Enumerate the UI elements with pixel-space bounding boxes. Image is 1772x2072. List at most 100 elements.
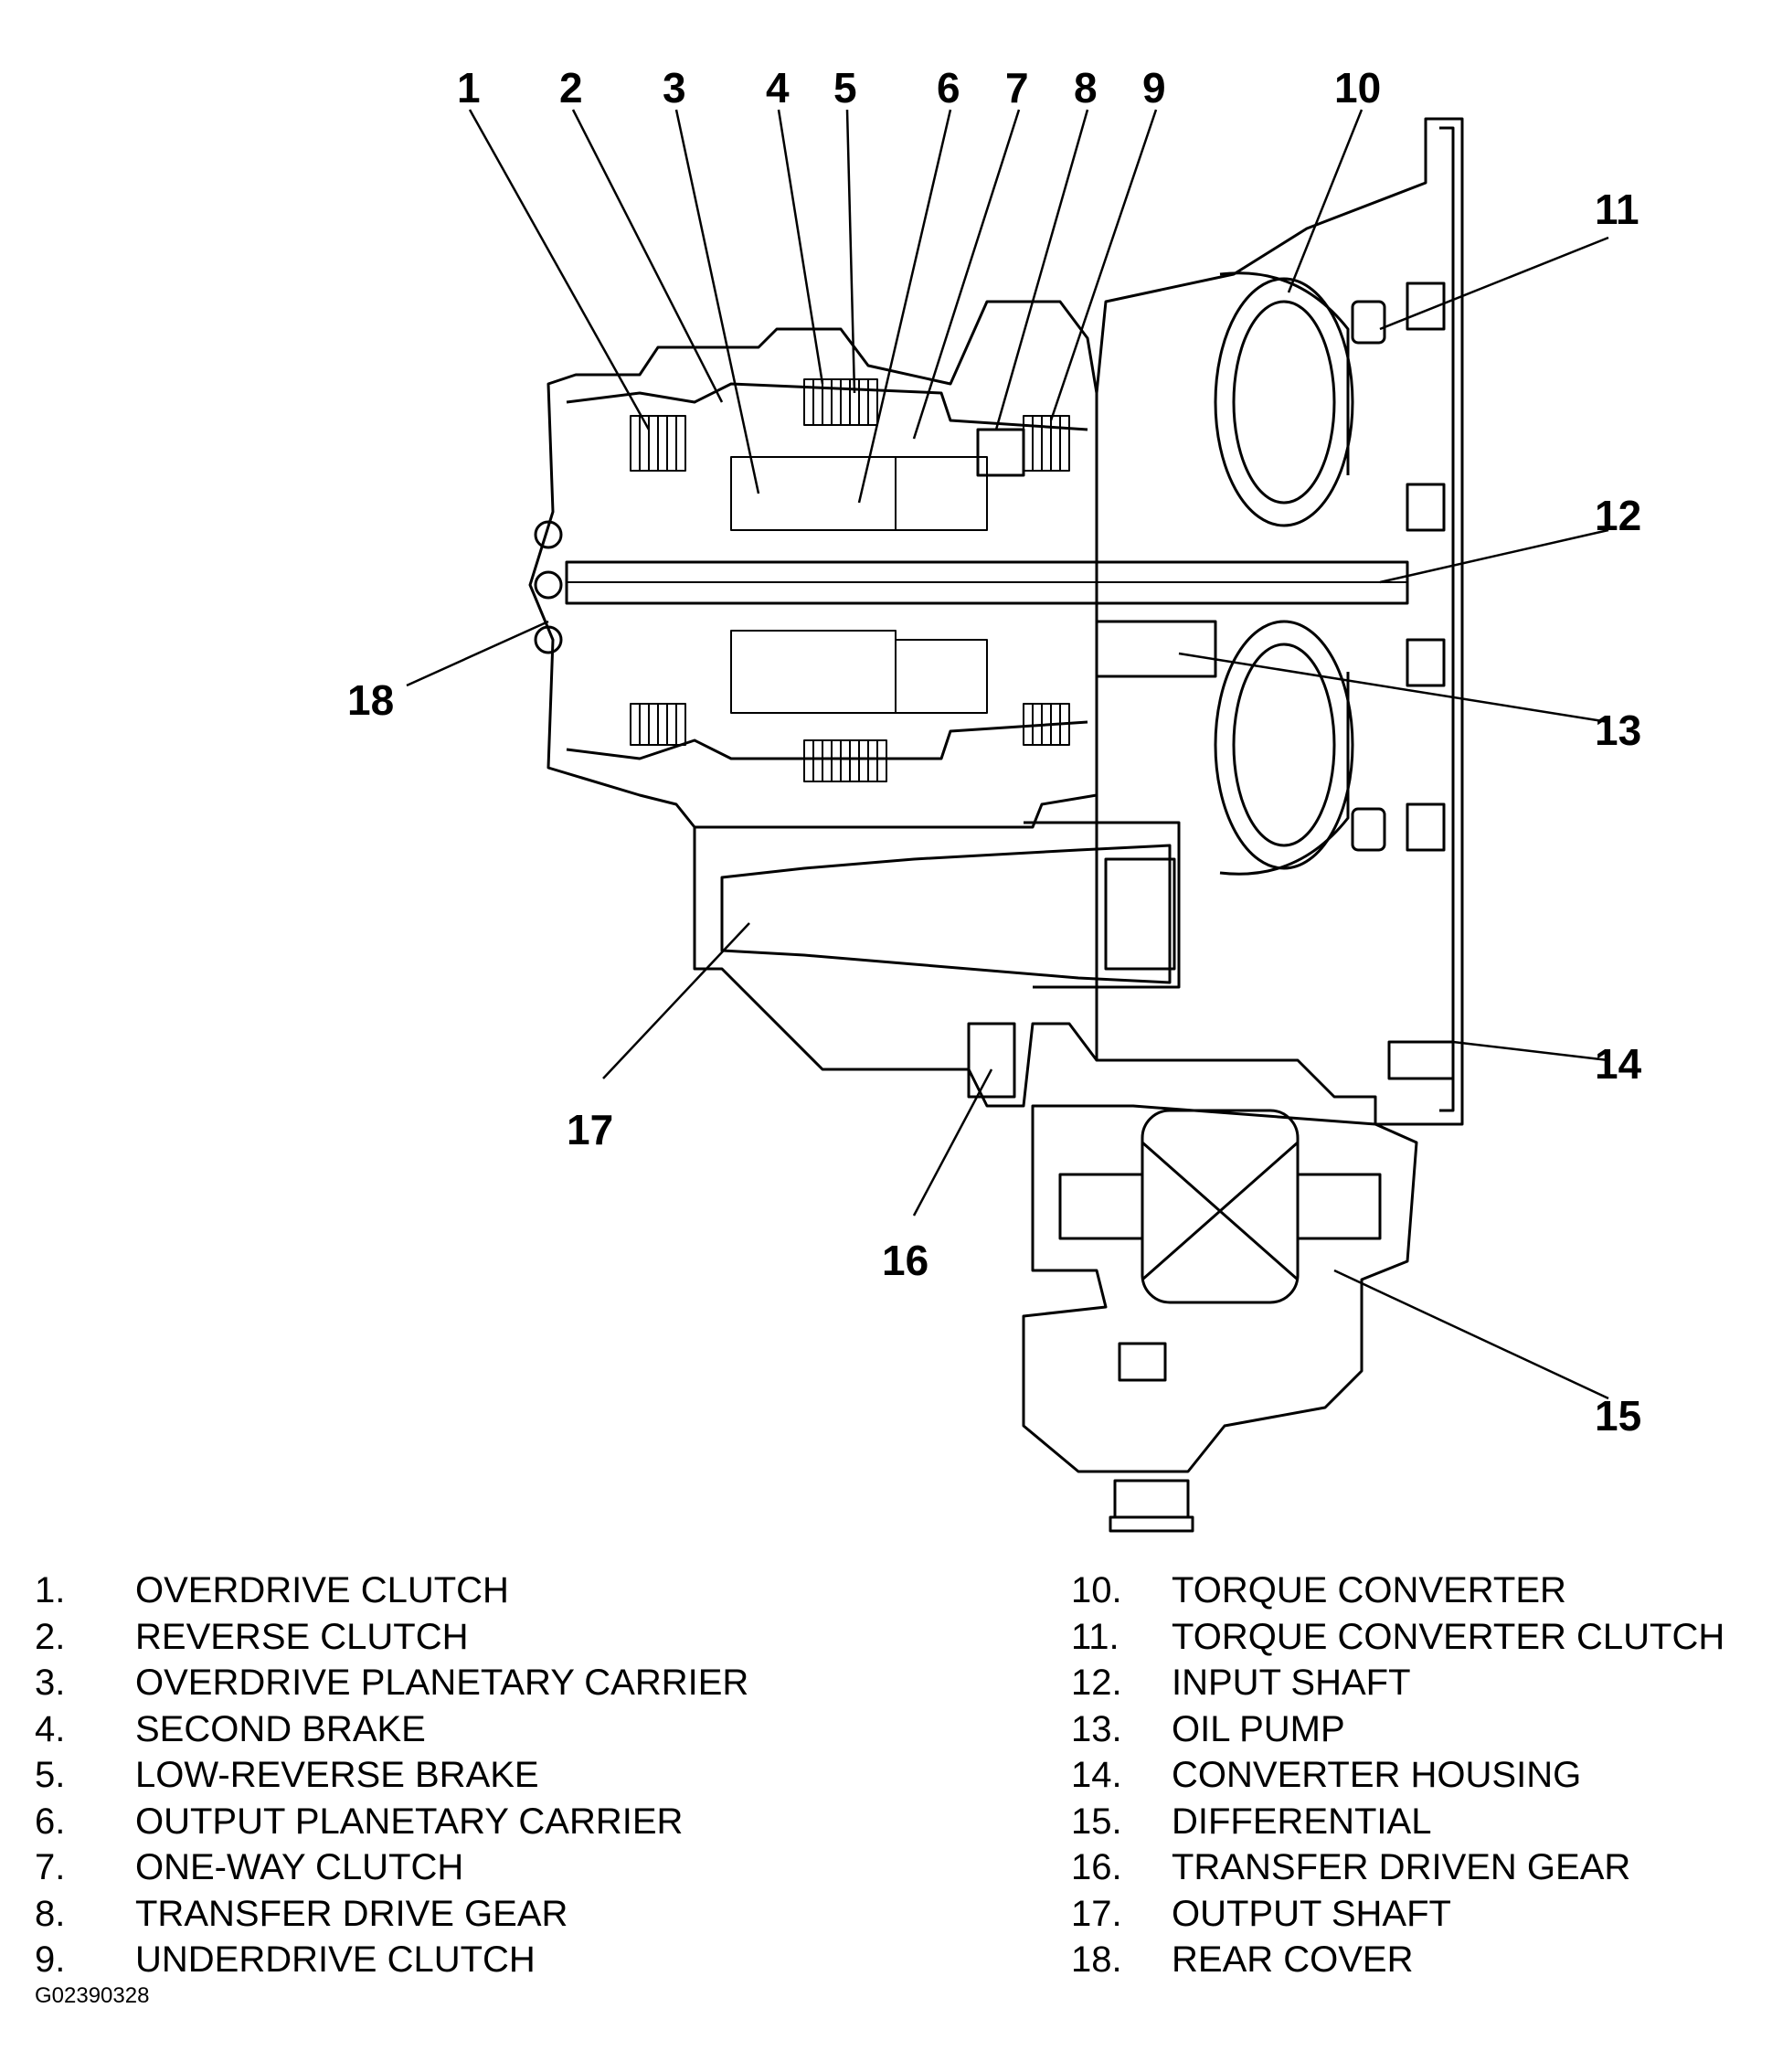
legend-label: DIFFERENTIAL <box>1172 1801 1432 1842</box>
legend-number: 7. <box>35 1847 66 1887</box>
callout-5: 5 <box>833 64 857 112</box>
callout-6: 6 <box>937 64 960 112</box>
leader-line-12 <box>1379 528 1609 584</box>
callout-8: 8 <box>1074 64 1098 112</box>
legend-number: 2. <box>35 1616 66 1657</box>
leader-line-7 <box>912 109 1021 440</box>
legend-item: 8. TRANSFER DRIVE GEAR <box>35 1891 748 1938</box>
leader-line-9 <box>1049 109 1158 421</box>
legend-item: 4.SECOND BRAKE <box>35 1706 748 1753</box>
legend-number: 3. <box>35 1663 66 1703</box>
callout-9: 9 <box>1142 64 1166 112</box>
converter-housing-outline <box>1095 117 1464 1126</box>
legend-item: 17. OUTPUT SHAFT <box>1071 1891 1724 1938</box>
legend-right-column: 10. TORQUE CONVERTER 11. TORQUE CONVERTER … <box>1071 1567 1724 1983</box>
leader-line-16 <box>912 1068 993 1217</box>
transfer-driven-gear <box>967 1022 1016 1099</box>
callout-3: 3 <box>663 64 686 112</box>
callout-7: 7 <box>1005 64 1029 112</box>
clutch-packs-upper <box>630 378 1070 531</box>
legend-number: 8. <box>35 1893 66 1934</box>
callout-13: 13 <box>1595 707 1641 754</box>
legend-number: 1. <box>35 1570 66 1610</box>
legend-item: 18. REAR COVER <box>1071 1937 1724 1983</box>
callout-14: 14 <box>1595 1040 1642 1088</box>
legend-number: 9. <box>35 1939 66 1980</box>
transfer-drive-gear <box>976 428 1025 477</box>
leader-line-10 <box>1287 109 1363 293</box>
legend-item: 5. LOW-REVERSE BRAKE <box>35 1752 748 1799</box>
differential-carrier <box>1141 1109 1300 1304</box>
legend-item: 6. OUTPUT PLANETARY CARRIER <box>35 1799 748 1845</box>
transaxle-cross-section-diagram: 1 2 3 4 5 6 7 8 9 10 11 12 13 14 15 16 1… <box>347 64 1642 1533</box>
differential-side-gear-right <box>1296 1173 1382 1240</box>
legend-label: REVERSE CLUTCH <box>135 1616 469 1657</box>
legend-number: 17. <box>1071 1893 1122 1934</box>
rear-cover-boss-upper <box>534 520 563 549</box>
legend-label: TORQUE CONVERTER <box>1172 1570 1566 1610</box>
legend-label: REAR COVER <box>1172 1939 1414 1980</box>
legend-label: TRANSFER DRIVEN GEAR <box>1172 1847 1631 1887</box>
legend-number: 5. <box>35 1755 66 1795</box>
legend-label: OUTPUT SHAFT <box>1172 1893 1451 1934</box>
legend-number: 11. <box>1071 1616 1119 1657</box>
legend-label: OIL PUMP <box>1172 1708 1345 1749</box>
leader-line-5 <box>845 109 856 394</box>
legend-label: OUTPUT PLANETARY CARRIER <box>135 1801 684 1842</box>
leader-line-3 <box>674 109 760 494</box>
output-shaft-housing <box>693 821 1181 1108</box>
leader-line-8 <box>994 109 1089 430</box>
legend-number: 10. <box>1071 1570 1122 1610</box>
clutch-packs-lower <box>630 630 1070 782</box>
legend-item: 1. OVERDRIVE CLUTCH <box>35 1567 748 1614</box>
legend-item: 9. UNDERDRIVE CLUTCH <box>35 1937 748 1983</box>
legend-item: 10. TORQUE CONVERTER <box>1071 1567 1724 1614</box>
torque-converter-upper <box>1214 277 1354 527</box>
legend-label: OVERDRIVE PLANETARY CARRIER <box>135 1663 749 1703</box>
legend-label: UNDERDRIVE CLUTCH <box>135 1939 536 1980</box>
legend-number: 16. <box>1071 1847 1122 1887</box>
leader-line-2 <box>571 109 724 403</box>
legend-label: LOW-REVERSE BRAKE <box>135 1755 539 1795</box>
leader-line-14 <box>1452 1040 1609 1062</box>
legend-left-column: 1. OVERDRIVE CLUTCH 2. REVERSE CLUTCH 3. OV… <box>35 1567 748 1983</box>
callout-17: 17 <box>567 1106 613 1153</box>
callout-16: 16 <box>882 1237 928 1284</box>
legend-item: 3. OVERDRIVE PLANETARY CARRIER <box>35 1660 748 1706</box>
callout-4: 4 <box>766 64 790 112</box>
legend-number: 14. <box>1071 1755 1122 1795</box>
legend-label: TRANSFER DRIVE GEAR <box>135 1893 568 1934</box>
legend-label: TORQUE CONVERTER CLUTCH <box>1172 1616 1725 1657</box>
legend-number: 13. <box>1071 1708 1122 1749</box>
callout-18: 18 <box>347 676 394 724</box>
legend-item: 11. TORQUE CONVERTER CLUTCH <box>1071 1614 1724 1661</box>
torque-converter-clutch-upper <box>1351 300 1386 345</box>
differential-side-gear-left <box>1058 1173 1144 1240</box>
legend-label: OVERDRIVE CLUTCH <box>135 1570 509 1610</box>
legend-item: 14. CONVERTER HOUSING <box>1071 1752 1724 1799</box>
legend-number: 4. <box>35 1708 66 1749</box>
differential-case <box>1022 1104 1418 1473</box>
legend-number: 6. <box>35 1801 66 1842</box>
legend-label: INPUT SHAFT <box>1172 1663 1411 1703</box>
legend-item: 15. DIFFERENTIAL <box>1071 1799 1724 1845</box>
torque-converter-lower <box>1214 620 1354 870</box>
leader-line-4 <box>777 109 824 385</box>
legend-number: 18. <box>1071 1939 1122 1980</box>
legend-item: 2. REVERSE CLUTCH <box>35 1614 748 1661</box>
leader-line-6 <box>857 109 952 504</box>
gear-case-outline <box>528 300 1098 829</box>
legend-number: 12. <box>1071 1663 1122 1703</box>
leader-line-13 <box>1178 652 1609 724</box>
leader-line-15 <box>1333 1269 1609 1400</box>
figure-id: G02390328 <box>35 1983 150 2008</box>
legend-number: 15. <box>1071 1801 1122 1842</box>
leader-line-18 <box>406 620 549 687</box>
callout-12: 12 <box>1595 492 1641 539</box>
legend-label: CONVERTER HOUSING <box>1172 1755 1582 1795</box>
leader-line-17 <box>602 922 750 1079</box>
callout-10: 10 <box>1334 64 1381 112</box>
callout-15: 15 <box>1595 1392 1641 1440</box>
callout-2: 2 <box>559 64 583 112</box>
leader-line-1 <box>468 109 651 430</box>
